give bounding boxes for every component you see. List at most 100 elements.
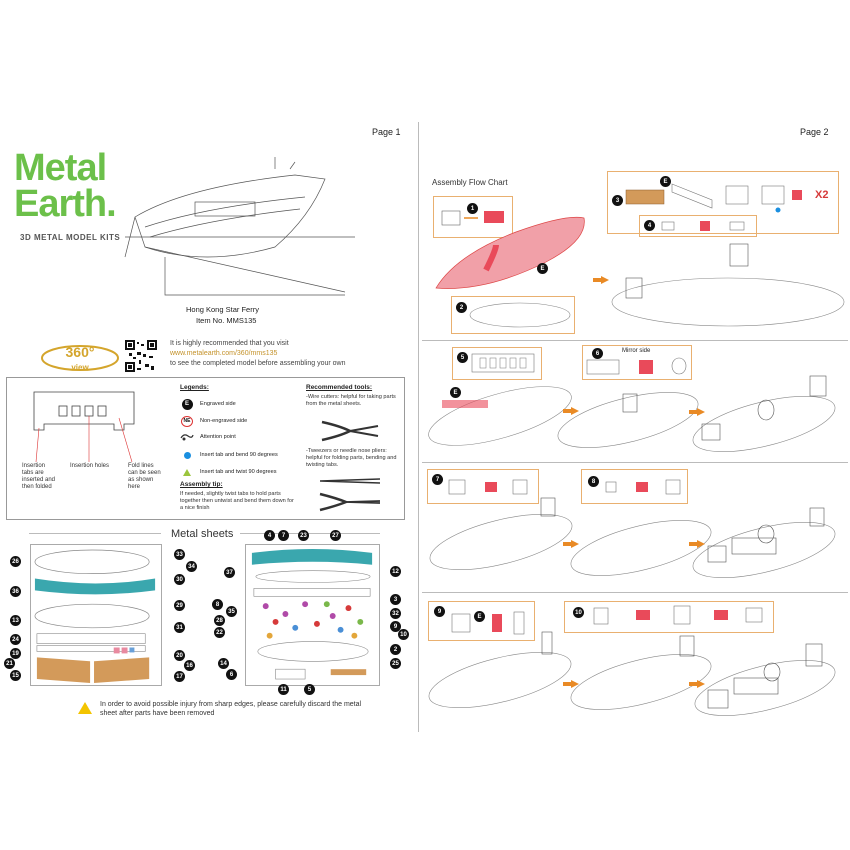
step-number: 1 xyxy=(467,203,478,214)
part-number: 5 xyxy=(304,684,315,695)
visit-note: It is highly recommended that you visit … xyxy=(170,339,346,369)
flow-arrow-icon xyxy=(689,680,705,688)
360-view-badge: 360° view xyxy=(41,344,119,372)
step-2-deck xyxy=(469,302,571,328)
insertion-diagram xyxy=(33,391,135,463)
engraved-icon: E xyxy=(181,398,193,410)
part-number: 4 xyxy=(264,530,275,541)
step-9-hull xyxy=(428,631,572,709)
part-number: 26 xyxy=(10,556,21,567)
part-number: 7 xyxy=(278,530,289,541)
step-number: 10 xyxy=(573,607,584,618)
model-item-number: Item No. MMS135 xyxy=(196,316,257,325)
page-1: Page 1 Metal Earth. 3D METAL MODEL KITS … xyxy=(0,0,418,850)
step-4-box xyxy=(639,215,757,237)
part-number: 24 xyxy=(10,634,21,645)
safety-warning: In order to avoid possible injury from s… xyxy=(78,700,380,718)
part-number: 31 xyxy=(174,622,185,633)
visit-line-1: It is highly recommended that you visit xyxy=(170,340,289,347)
step-number: 8 xyxy=(588,476,599,487)
title-rule-left xyxy=(29,533,161,534)
part-number: 15 xyxy=(10,670,21,681)
step-5-part xyxy=(471,353,535,373)
part-number: 11 xyxy=(278,684,289,695)
flow-arrow-icon xyxy=(593,276,609,284)
row-separator xyxy=(422,340,848,341)
part-number: 20 xyxy=(174,650,185,661)
step-10-parts xyxy=(593,605,763,625)
part-number: 13 xyxy=(10,615,21,626)
part-number: 30 xyxy=(174,574,185,585)
legend-attention: Attention point xyxy=(180,431,236,443)
step-8-result-hull xyxy=(692,507,836,579)
flow-arrow-icon xyxy=(563,540,579,548)
instructions-box xyxy=(6,377,405,520)
step-6-result-hull xyxy=(692,375,836,453)
step-8-box xyxy=(581,469,688,504)
part-number: 6 xyxy=(226,669,237,680)
step-1-box xyxy=(433,196,513,238)
metal-sheets-title: Metal sheets xyxy=(171,528,234,540)
blue-dot-icon xyxy=(183,451,191,459)
step-8-parts xyxy=(605,479,681,495)
part-number: 25 xyxy=(390,658,401,669)
mirror-side-label: Mirror side xyxy=(622,348,651,354)
step-number: 7 xyxy=(432,474,443,485)
part-number: 28 xyxy=(214,615,225,626)
page-2: Page 2 xyxy=(419,0,850,850)
wire-cutters-icon xyxy=(321,420,379,442)
tool-wire-cutters: -Wire cutters: helpful for taking parts … xyxy=(306,394,396,407)
step-number: 3 xyxy=(612,195,623,206)
qr-code[interactable] xyxy=(125,340,157,372)
step-6-box xyxy=(582,345,692,380)
row-separator xyxy=(422,462,848,463)
part-number: 27 xyxy=(330,530,341,541)
engraved-marker: E xyxy=(474,611,485,622)
flow-chart-title: Assembly Flow Chart xyxy=(432,178,508,187)
visit-url-link[interactable]: www.metalearth.com/360/mms135 xyxy=(170,350,278,357)
warning-icon xyxy=(78,702,92,714)
part-number: 12 xyxy=(390,566,401,577)
engraved-marker: E xyxy=(660,176,671,187)
part-number: 37 xyxy=(224,567,235,578)
part-number: 34 xyxy=(186,561,197,572)
flow-arrow-icon xyxy=(563,680,579,688)
part-number: 17 xyxy=(174,671,185,682)
step-5-box xyxy=(452,347,542,380)
quantity-x2-label: X2 xyxy=(815,189,829,201)
part-number: 36 xyxy=(10,586,21,597)
part-number: 23 xyxy=(298,530,309,541)
part-number: 16 xyxy=(184,660,195,671)
visit-line-3: to see the completed model before assemb… xyxy=(170,360,346,367)
part-number: 19 xyxy=(10,648,21,659)
step-6-hull xyxy=(557,392,699,448)
part-number: 3 xyxy=(390,594,401,605)
engraved-marker: E xyxy=(537,263,548,274)
step-1-parts xyxy=(441,210,504,226)
step-number: 2 xyxy=(456,302,467,313)
part-number: 29 xyxy=(174,600,185,611)
assembly-tip-title: Assembly tip: xyxy=(180,481,223,488)
ferry-model-illustration xyxy=(124,157,355,296)
final-hull xyxy=(694,643,836,716)
part-number: 35 xyxy=(226,606,237,617)
page-divider xyxy=(418,122,419,732)
part-number: 14 xyxy=(218,658,229,669)
insertion-tabs-label: Insertion tabs are inserted and then fol… xyxy=(22,463,56,490)
part-number: 9 xyxy=(390,621,401,632)
fold-lines-label: Fold lines can be seen as shown here xyxy=(128,463,161,490)
brand-logo: Metal Earth. xyxy=(14,149,117,223)
step-3-box xyxy=(607,171,839,234)
recommended-tools-title: Recommended tools: xyxy=(306,384,373,391)
page-label: Page 2 xyxy=(800,127,829,137)
badge-360-text: 360° xyxy=(66,344,95,360)
flow-arrow-icon xyxy=(689,408,705,416)
assembly-tip-text: If needed, slightly twist tabs to hold p… xyxy=(180,491,294,511)
step-7-box xyxy=(427,469,539,504)
step-3-hull xyxy=(611,243,845,327)
title-rule-right xyxy=(240,533,380,534)
brand-subtitle: 3D METAL MODEL KITS xyxy=(20,233,121,242)
row-separator xyxy=(422,592,848,593)
step-6-parts xyxy=(586,357,687,375)
